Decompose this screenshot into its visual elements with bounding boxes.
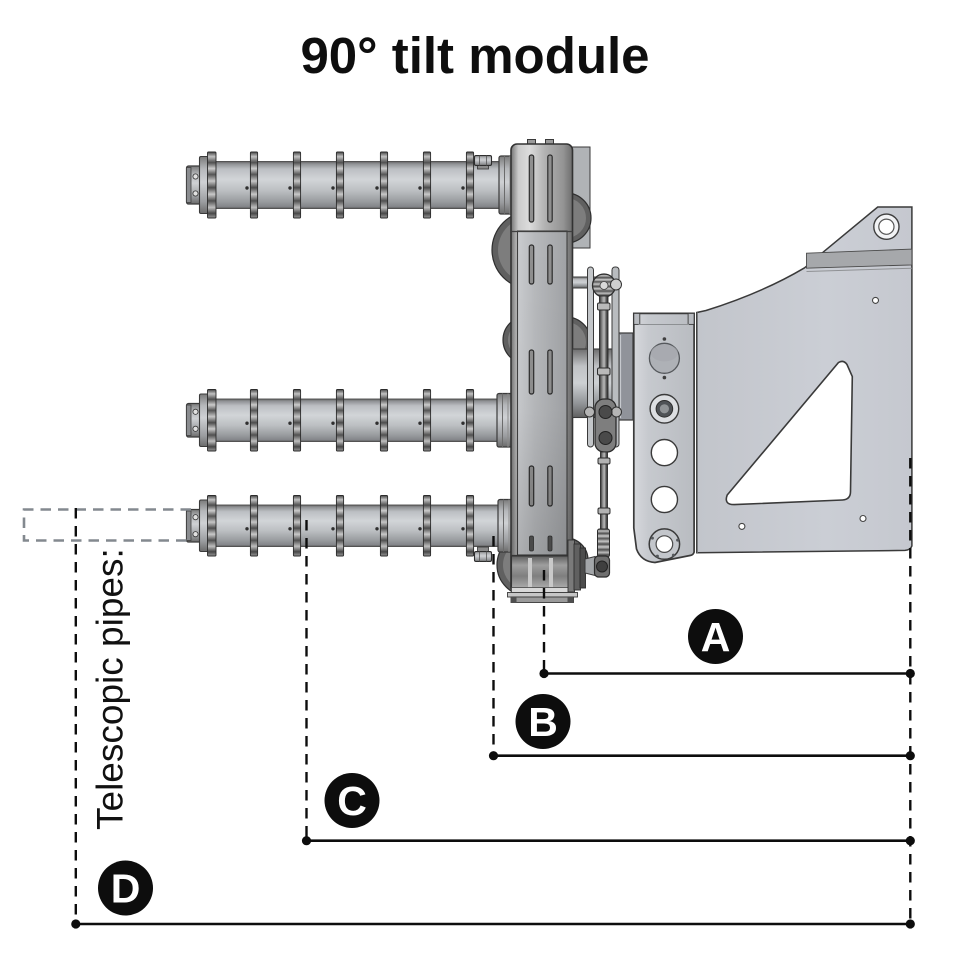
svg-text:C: C	[337, 778, 367, 824]
svg-text:A: A	[701, 614, 731, 660]
svg-text:Telescopic pipes:: Telescopic pipes:	[90, 548, 131, 830]
svg-text:D: D	[111, 866, 141, 912]
svg-text:90° tilt module: 90° tilt module	[300, 27, 649, 84]
svg-text:B: B	[528, 699, 558, 745]
